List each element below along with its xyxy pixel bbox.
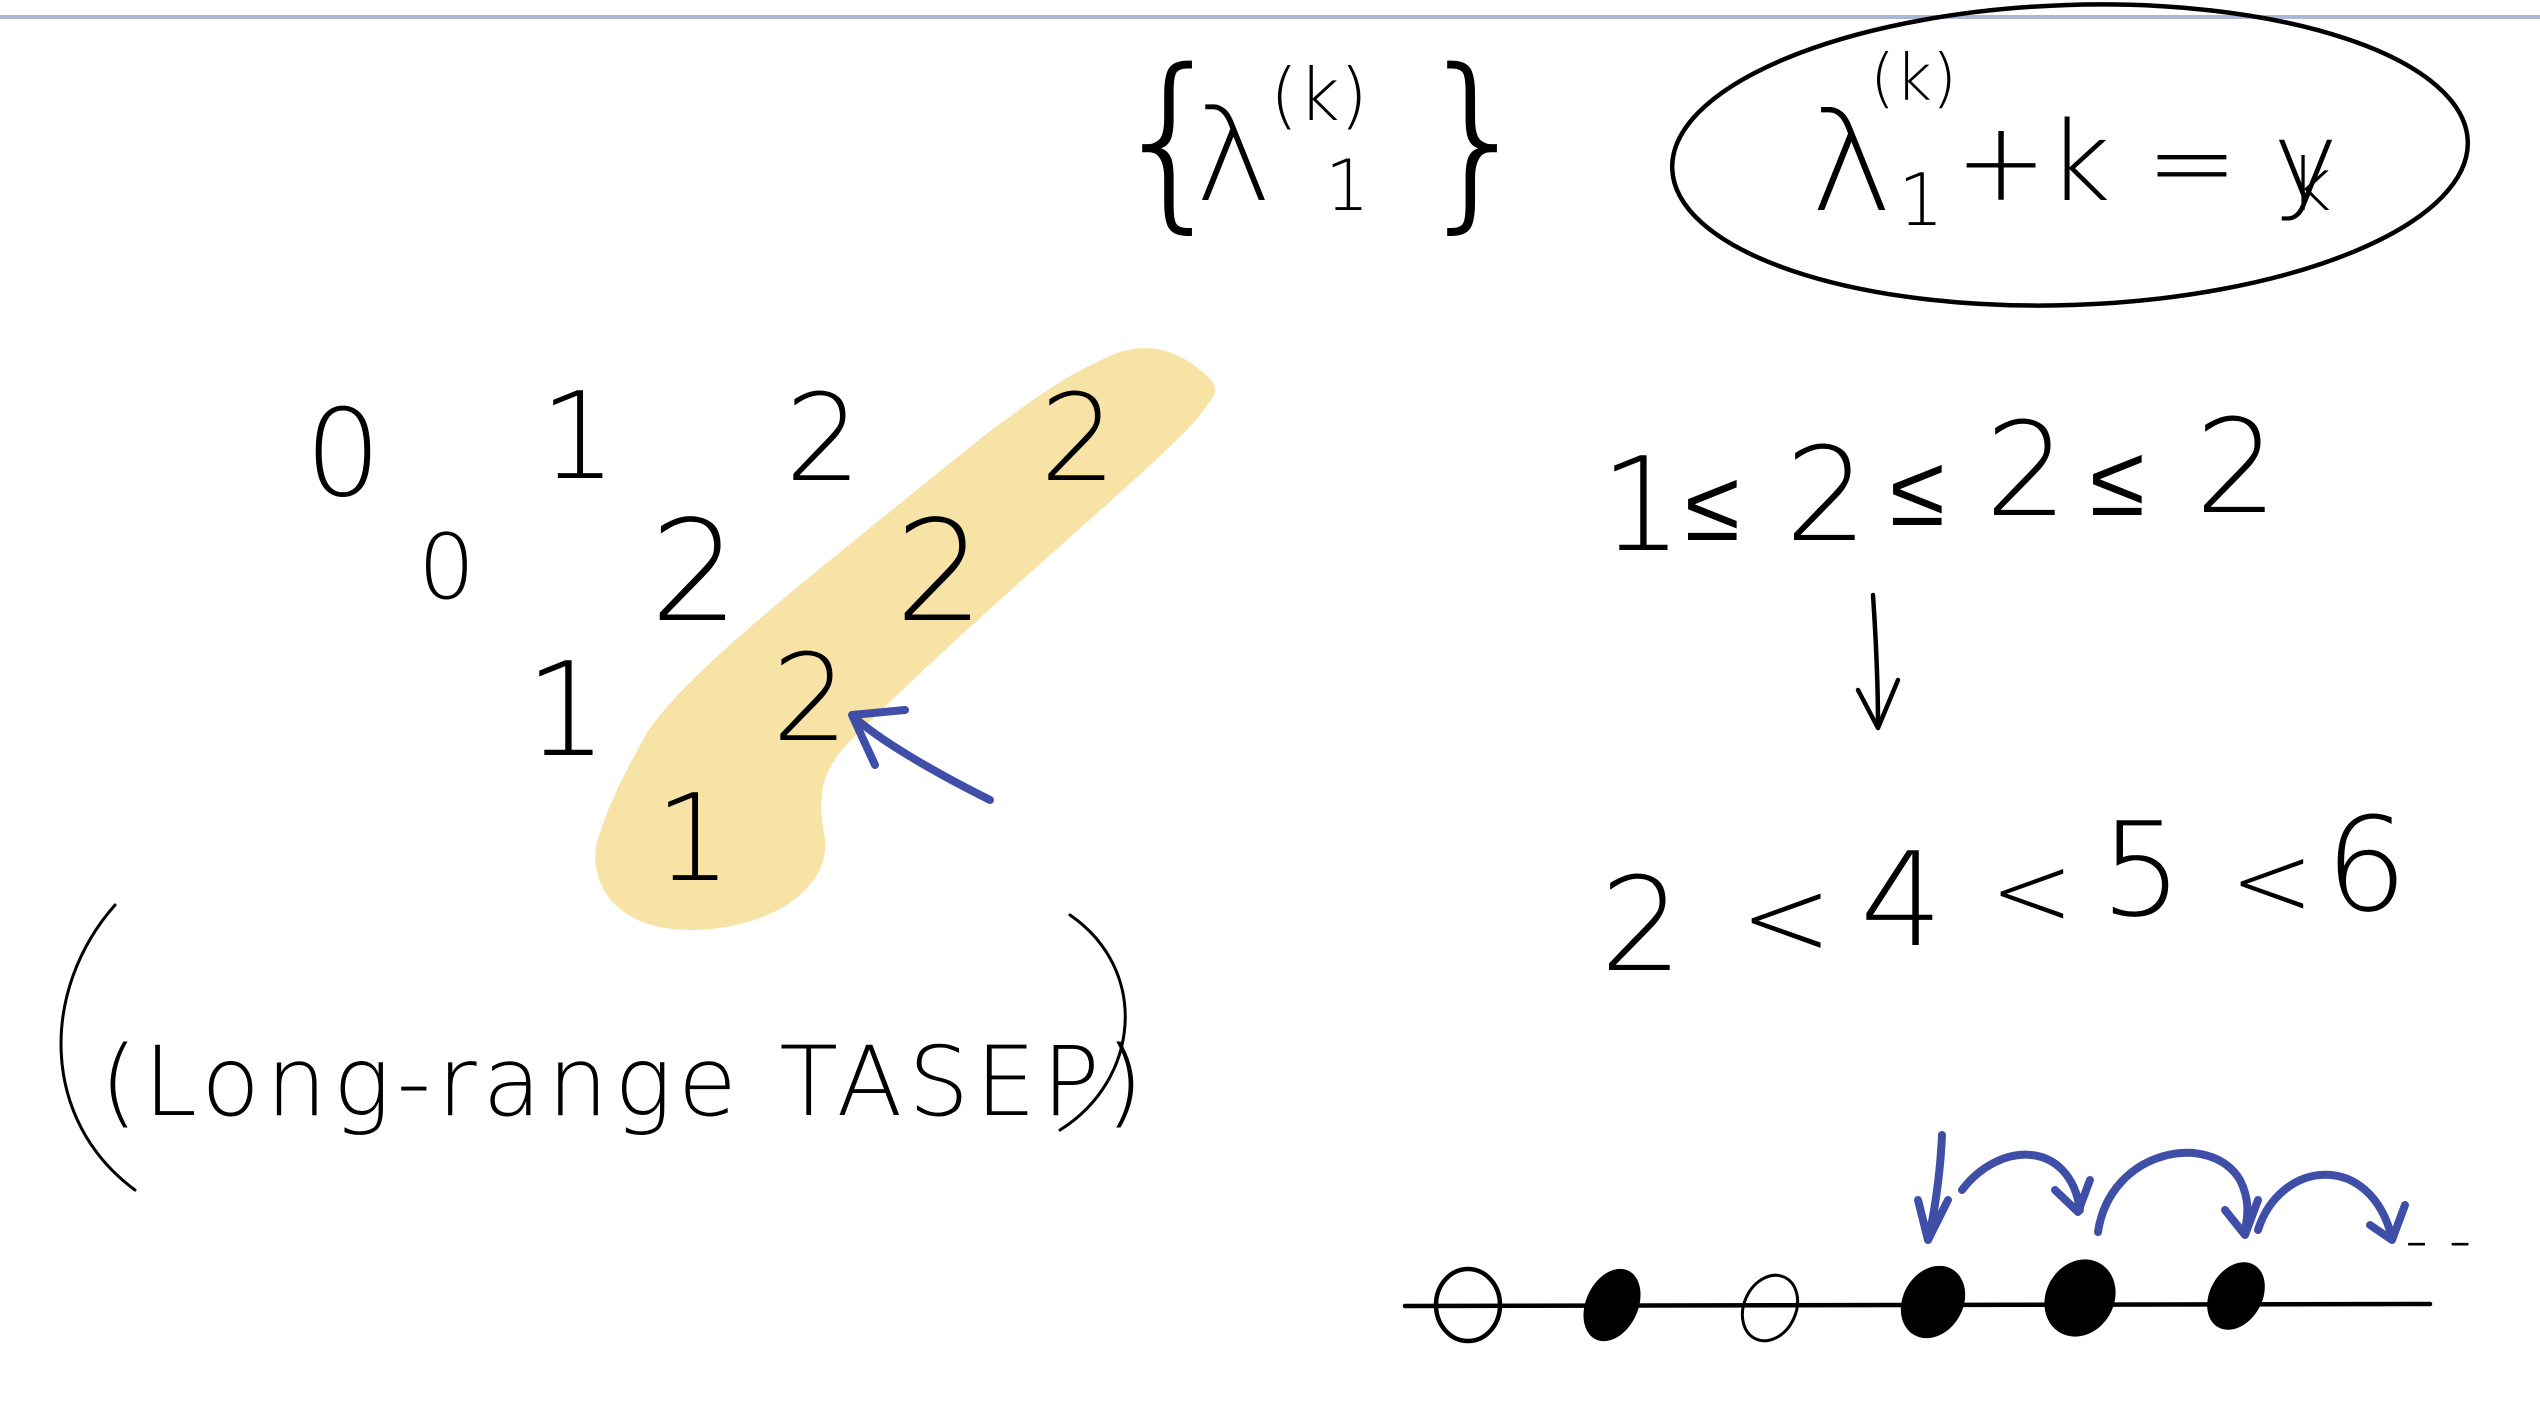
strict-value: 5	[2100, 794, 2183, 946]
formula-rest: +k = y	[1955, 98, 2338, 226]
triangle-cell: 2	[772, 630, 848, 769]
jump-arrow-head	[2221, 1196, 2262, 1239]
jump-arrows	[1914, 1131, 2409, 1244]
particle-line: - -	[1402, 1204, 2472, 1344]
triangle-cell: 2	[895, 491, 984, 654]
set-subscript: 1	[1325, 145, 1370, 227]
strict-value: 4	[1860, 824, 1943, 976]
strict-relation: <	[1990, 832, 2074, 949]
boxed-formula: λ (k) 1 +k = y k	[1669, 2, 2471, 308]
formula-lambda: λ	[1810, 81, 1893, 244]
site-filled	[1900, 1265, 1966, 1339]
set-open-brace: {	[1110, 29, 1231, 250]
diagonal-highlight	[595, 348, 1215, 930]
jump-arrow-head	[2366, 1201, 2409, 1244]
site-empty	[1740, 1273, 1800, 1343]
formula-superscript: (k)	[1870, 42, 1957, 116]
formula-circle	[1669, 2, 2471, 308]
triangle-cell: 1	[655, 770, 731, 909]
strict-inequality: 2 < 4 < 5 < 6	[1600, 789, 2408, 1001]
weak-inequality: 1 ≤ 2 ≤ 2 ≤ 2	[1600, 391, 2278, 581]
site-filled	[2044, 1259, 2116, 1337]
jump-arrow-head	[1914, 1196, 1952, 1244]
blue-pointer-arrow	[848, 706, 994, 804]
weak-relation: ≤	[1685, 447, 1740, 564]
down-arrow	[1855, 592, 1901, 731]
triangle-cell: 1	[525, 634, 608, 786]
formula-rest-sub: k	[2290, 143, 2332, 227]
weak-relation: ≤	[1890, 432, 1945, 549]
jump-arrow-head	[2051, 1176, 2094, 1216]
triangle-array: 0 1 2 2 0 2 2 1 2 1	[305, 368, 1116, 909]
strict-relation: <	[2230, 822, 2314, 939]
caption-text: (Long-range TASEP)	[100, 1026, 1149, 1138]
triangle-cell: 0	[418, 515, 475, 620]
triangle-cell: 2	[650, 491, 739, 654]
jump-arrow	[1958, 1150, 2084, 1214]
weak-value: 2	[1985, 394, 2068, 546]
site-filled	[2207, 1262, 2265, 1330]
set-notation: { λ (k) 1 }	[1110, 29, 1536, 250]
set-lambda: λ	[1195, 79, 1272, 231]
jump-arrow	[2094, 1148, 2252, 1236]
set-close-brace: }	[1415, 29, 1536, 250]
triangle-cell: 1	[540, 368, 616, 507]
triangle-cell: 2	[785, 370, 861, 509]
weak-value: 2	[2195, 391, 2278, 543]
caption-group: (Long-range TASEP)	[59, 903, 1149, 1192]
caption-close-paren	[1058, 913, 1127, 1132]
set-superscript: (k)	[1270, 53, 1368, 137]
strict-value: 6	[2325, 789, 2408, 941]
site-empty	[1433, 1266, 1503, 1344]
jump-arrow	[2254, 1170, 2396, 1242]
weak-relation: ≤	[2090, 422, 2145, 539]
trailing-dashes: - -	[2405, 1204, 2472, 1278]
weak-value: 1	[1600, 429, 1683, 581]
triangle-cell: 2	[1040, 370, 1116, 509]
caption-open-paren	[59, 903, 137, 1192]
weak-value: 2	[1785, 419, 1868, 571]
site-filled	[1583, 1268, 1641, 1342]
strict-relation: <	[1740, 853, 1832, 981]
strict-value: 2	[1600, 849, 1683, 1001]
formula-subscript: 1	[1898, 158, 1944, 242]
triangle-cell: 0	[305, 385, 381, 524]
